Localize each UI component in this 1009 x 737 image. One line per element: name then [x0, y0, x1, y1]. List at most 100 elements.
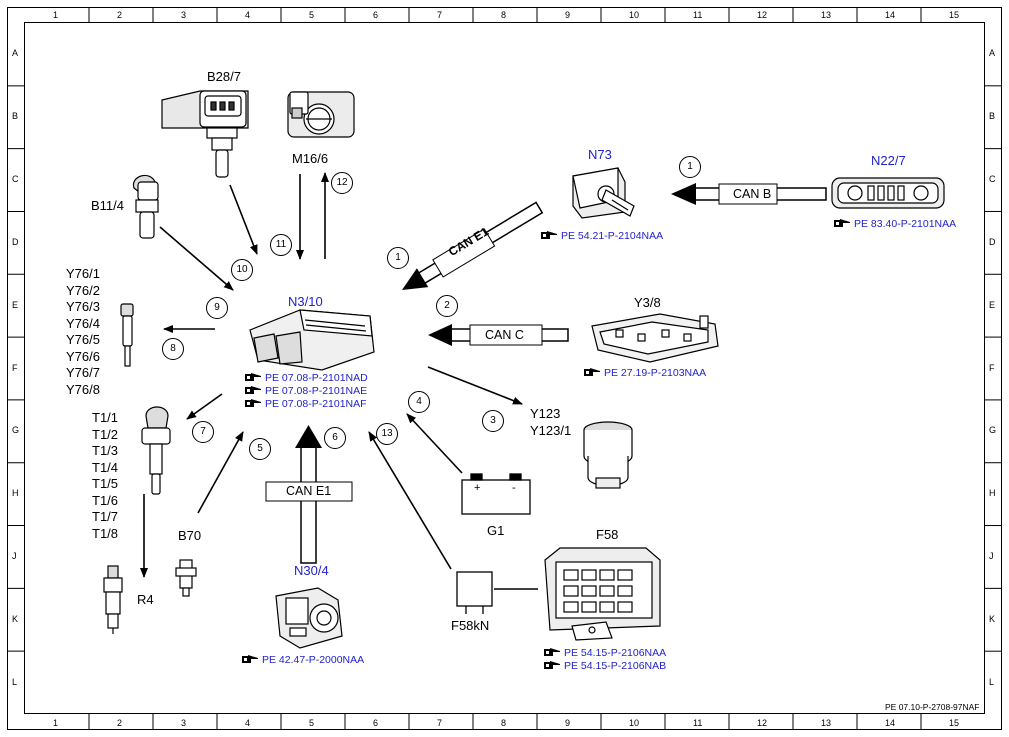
ref-n3-10-2[interactable]: PE 07.08-P-2101NAE [245, 385, 367, 397]
ref-y3-8[interactable]: PE 27.19-P-2103NAA [584, 367, 706, 379]
grid-column-label: 10 [629, 10, 640, 20]
label-t1-8: T1/8 [92, 525, 119, 541]
y123-valve-drawing [583, 421, 633, 489]
label-y76-3: Y76/3 [66, 299, 100, 314]
label-y76-6: Y76/6 [66, 348, 100, 364]
grid-column-label: 2 [117, 10, 123, 20]
grid-column-label: 2 [117, 718, 123, 728]
label-t1-1: T1/1 [92, 410, 119, 425]
grid-row-label: B [12, 111, 19, 122]
grid-column-label: 1 [53, 10, 59, 20]
arrow-b11-4-to-n3-10 [159, 226, 234, 291]
ref-n22-7-text: PE 83.40-P-2101NAA [854, 218, 957, 230]
t1-coil-drawing [141, 406, 171, 495]
label-f58: F58 [596, 527, 619, 542]
label-t1-5: T1/5 [92, 476, 119, 491]
n73-switch-drawing [572, 167, 635, 219]
grid-column-label: 9 [565, 718, 571, 728]
label-y76-5: Y76/5 [66, 332, 100, 347]
ref-f58-2-text: PE 54.15-P-2106NAB [564, 660, 667, 672]
ref-n3-10-3[interactable]: PE 07.08-P-2101NAF [245, 398, 367, 410]
ref-n3-10-1[interactable]: PE 07.08-P-2101NAD [245, 372, 368, 384]
number-1-can-e1: 1 [387, 247, 409, 269]
label-f58kn: F58kN [451, 618, 490, 633]
grid-column-label: 15 [949, 10, 960, 20]
label-g1-minus: - [512, 482, 516, 494]
grid-row-label: H [12, 488, 19, 499]
grid-row-label: E [989, 299, 996, 310]
m16-6-throttle-drawing [287, 91, 355, 138]
grid-column-label: 12 [757, 10, 768, 20]
grid-column-label: 3 [181, 718, 187, 728]
grid-column-label: 3 [181, 10, 187, 20]
ref-n3-10-1-text: PE 07.08-P-2101NAD [265, 372, 368, 384]
can-b-bus [671, 183, 827, 205]
grid-column-label: 14 [885, 718, 896, 728]
number-4: 4 [408, 391, 430, 413]
f58-fusebox-drawing [544, 547, 661, 641]
label-n73: N73 [588, 147, 612, 162]
label-m16-6: M16/6 [292, 151, 329, 166]
grid-column-label: 8 [501, 718, 507, 728]
label-can-c: CAN C [485, 328, 524, 342]
label-y3-8: Y3/8 [634, 295, 661, 310]
number-7: 7 [192, 421, 214, 443]
ref-f58-1[interactable]: PE 54.15-P-2106NAA [544, 647, 666, 659]
label-t1-2: T1/2 [92, 426, 119, 442]
number-9: 9 [206, 297, 228, 319]
grid-row-label: D [12, 236, 19, 247]
number-12: 12 [331, 172, 353, 194]
ref-n30-4[interactable]: PE 42.47-P-2000NAA [242, 654, 364, 666]
label-y123-1: Y123/1 [530, 423, 572, 438]
grid-column-label: 7 [437, 10, 443, 20]
grid-row-label: D [989, 236, 996, 247]
grid-row-label: A [989, 48, 996, 59]
grid-row-label: C [12, 174, 19, 185]
label-y76-1: Y76/1 [66, 266, 100, 281]
grid-column-label: 14 [885, 10, 896, 20]
grid-column-label: 4 [245, 718, 251, 728]
grid-column-label: 15 [949, 718, 960, 728]
arrow-b70-to-n3-10 [197, 431, 244, 514]
grid-row-label: K [12, 613, 19, 624]
y3-8-plate-drawing [591, 313, 719, 363]
grid-row-label: G [12, 425, 20, 436]
f58kn-relay-drawing [456, 571, 493, 614]
n3-10-ecu-drawing [249, 309, 375, 371]
can-e1-diagonal-bus [402, 201, 544, 290]
grid-column-label: 10 [629, 718, 640, 728]
can-e1-vertical-bus [265, 425, 353, 564]
pointing-hand-icon [245, 373, 262, 382]
label-n30-4: N30/4 [294, 563, 329, 578]
label-b70: B70 [178, 528, 202, 543]
label-y76-7: Y76/7 [66, 365, 100, 380]
label-can-b: CAN B [733, 187, 772, 201]
label-t1-6: T1/6 [92, 492, 119, 508]
label-y76-4: Y76/4 [66, 315, 100, 331]
ref-f58-2[interactable]: PE 54.15-P-2106NAB [544, 660, 666, 672]
ref-n22-7[interactable]: PE 83.40-P-2101NAA [834, 218, 956, 230]
grid-row-label: C [989, 174, 996, 185]
grid-column-label: 7 [437, 718, 443, 728]
b70-sensor-drawing [175, 559, 197, 597]
ref-n73[interactable]: PE 54.21-P-2104NAA [541, 230, 663, 242]
n22-7-control-drawing [831, 177, 945, 209]
label-r4: R4 [137, 592, 154, 607]
grid-ticks [8, 8, 1001, 729]
label-n3-10: N3/10 [288, 294, 323, 309]
number-2: 2 [436, 295, 458, 317]
grid-row-label: L [989, 676, 995, 687]
grid-row-label: B [989, 111, 996, 122]
grid-column-label: 12 [757, 718, 768, 728]
grid-column-label: 9 [565, 10, 571, 20]
grid-column-label: 5 [309, 10, 315, 20]
arrow-n3-10-to-t1 [186, 393, 223, 420]
pointing-hand-icon [544, 661, 561, 670]
can-c-bus [428, 324, 569, 346]
grid-row-label: J [12, 550, 17, 561]
label-g1-plus: + [474, 482, 481, 494]
grid-row-label: E [12, 299, 19, 310]
grid-column-label: 11 [693, 10, 703, 20]
pointing-hand-icon [834, 219, 851, 228]
